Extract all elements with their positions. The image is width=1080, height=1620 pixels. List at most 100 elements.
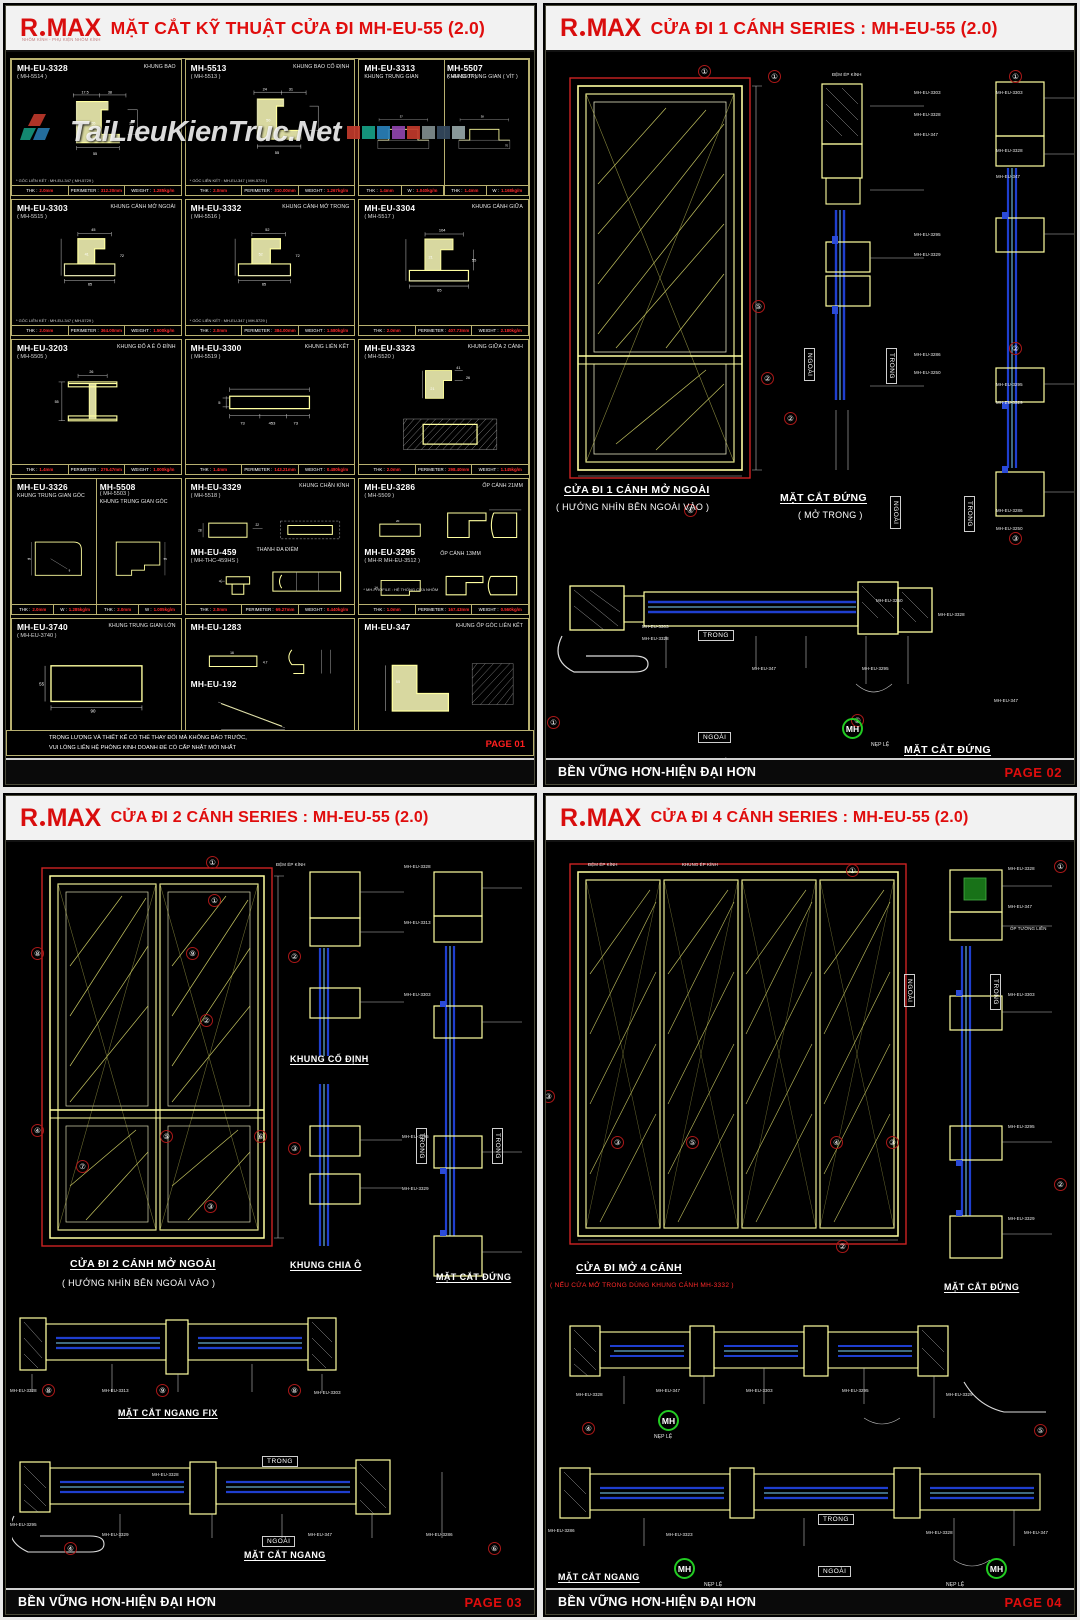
horizontal-section-drawing (557, 581, 933, 693)
profile-drawing: 28 22 (198, 523, 263, 539)
brand-logo-max: MAX (586, 13, 642, 42)
panel-page-01: R MAX NHÔM KÍNH - PHỤ KIỆN NHÔM KÍNH MẶT… (0, 0, 540, 790)
spec-perimeter: PERIMETER :384.00mm (242, 325, 299, 335)
panel-footer-2: BỀN VỮNG HƠN-HIỆN ĐẠI HƠN PAGE 02 (546, 758, 1074, 784)
profile-drawing: 55 (384, 664, 449, 712)
spec-thickness: THK :1.4mm (12, 465, 69, 475)
spec-perimeter: PERIMETER :312.20mm (69, 185, 126, 195)
profile-tag: MH-EU-3303 (1008, 992, 1035, 997)
label-inside: TRONG (698, 630, 734, 641)
profile-alt-code: ( MH-5509 ) (364, 493, 395, 500)
svg-text:55: 55 (472, 257, 476, 262)
threshold-note-bottom-2: NẸP LỆ (946, 1582, 965, 1588)
threshold-note-mid: NẸP LỆ (654, 1434, 673, 1440)
callout-bubble-1: ① (208, 894, 221, 907)
panel-footer-1: . (6, 758, 534, 784)
profile-code: MH-EU-3328 (17, 63, 68, 73)
panel-header-4: R MAX CỬA ĐI 4 CÁNH SERIES : MH-EU-55 (2… (546, 796, 1074, 842)
callout-bubble-3: ③ (1009, 532, 1022, 545)
profile-note: * GÓC LIÊN KẾT : MH-EU-347 ( MH-5729 ) (16, 317, 94, 323)
horizontal-fix-label: MẶT CẮT NGANG FIX (118, 1408, 218, 1418)
profile-drawing: 55 9 (28, 541, 83, 577)
brand-logo-r: R (560, 803, 578, 832)
profile-code: MH-EU-347 (364, 622, 411, 633)
threshold-note-bottom: NẸP LỆ (704, 1582, 723, 1588)
profile-cell: MH-EU-3203 ( MH-5505 ) KHUNG ĐỐ A Ê Ô ĐÍ… (11, 338, 182, 476)
profile-desc: KHUNG LIÊN KẾT (304, 343, 350, 350)
profile-code: MH-EU-3295 (364, 546, 416, 557)
svg-text:55: 55 (55, 400, 59, 404)
profile-drawing: 38 70 (458, 114, 510, 149)
spec-thickness: THK :1.0mm (359, 605, 416, 615)
profile-alt-code: ( MH-5518 ) (190, 493, 221, 500)
spec-perimeter: PERIMETER :364.00mm (69, 325, 126, 335)
profile-code: MH-EU-3323 (364, 342, 416, 353)
svg-text:20: 20 (129, 121, 133, 125)
profile-drawing: 26 55 (55, 370, 118, 422)
profile-drawing: 20 (379, 519, 422, 537)
svg-text:4.7: 4.7 (263, 661, 268, 665)
callout-bubble-6: ⑥ (254, 1130, 267, 1143)
vertical-section-label-2: MẶT CẮT ĐỨNG (904, 744, 992, 756)
brand-logo-r: R (560, 13, 578, 42)
svg-text:41: 41 (85, 252, 89, 256)
profile-tag: MH-EU-3286 (914, 352, 941, 357)
profile-cell-dual: MH-EU-3286 ( MH-5509 ) ỐP CÁNH 21mm 20 (358, 478, 529, 616)
profile-drawing: 45 41 72 65 (60, 228, 124, 286)
svg-text:453: 453 (268, 420, 275, 425)
profile-spec-row: THK :2.0mm PERIMETER :384.00mm WEIGHT :1… (185, 324, 355, 335)
profile-code: MH-EU-3203 (17, 342, 68, 353)
profile-desc: KHUNG TRUNG GIAN ( VÍT ) (447, 74, 518, 80)
brand-logo-r: R (20, 803, 38, 832)
profile-tag: MH-EU-3303 (914, 90, 941, 95)
profile-cell: MH-EU-3323 ( MH-5520 ) KHUNG GIỮA 2 CÁNH… (358, 338, 529, 476)
divider-frame-label: KHUNG CHIA Ô (290, 1260, 362, 1270)
profile-desc: KHUNG GIỮA 2 CÁNH (467, 343, 523, 350)
profile-code: MH-EU-3740 (17, 622, 68, 633)
panel-title-2: CỬA ĐI 1 CÁNH SERIES : MH-EU-55 (2.0) (650, 17, 998, 38)
profile-desc: KHUNG BAO CỐ ĐỊNH (293, 64, 350, 70)
profile-tag: MH-EU-3329 (996, 400, 1023, 405)
svg-text:41: 41 (457, 366, 461, 370)
profile-cell: MH-5513 ( MH-5513 ) KHUNG BAO CỐ ĐỊNH 24… (184, 59, 356, 196)
profile-drawing: 37 (377, 114, 429, 149)
svg-text:24: 24 (263, 87, 268, 91)
profile-tag: MH-EU-3295 (10, 1522, 37, 1527)
disclaimer-line-1: TRỌNG LƯỢNG VÀ THIẾT KẾ CÓ THỂ THAY ĐỔI … (49, 735, 247, 741)
panel-title-4: CỬA ĐI 4 CÁNH SERIES : MH-EU-55 (2.0) (650, 809, 969, 826)
profile-tag: MH-EU-3250 (876, 598, 903, 603)
profile-code: MH-5508 (99, 482, 136, 493)
spec-weight: WEIGHT :0.440kg/m (304, 607, 349, 613)
profile-spec-row: THK :2.0mm PERIMETER :312.20mm WEIGHT :1… (12, 184, 181, 195)
horizontal-section-label-3: MẶT CẮT NGANG (244, 1550, 326, 1560)
elevation-sublabel-4: ( NẾU CỬA MỞ TRONG DÙNG KHUNG CÁNH MH-33… (550, 1282, 734, 1289)
profile-tag: MH-EU-3295 (402, 1134, 429, 1139)
svg-text:50: 50 (266, 118, 271, 123)
elevation-label-4: CỬA ĐI MỞ 4 CÁNH (576, 1262, 682, 1274)
callout-bubble-2: ② (836, 1240, 849, 1253)
profile-tag: MH-EU-3250 (996, 526, 1023, 531)
svg-text:31: 31 (289, 87, 293, 91)
svg-text:55: 55 (93, 152, 97, 156)
profile-note: * GÓC LIÊN KẾT : MH-EU-347 ( MH-5729 ) (189, 177, 268, 183)
callout-bubble-5: ⑤ (686, 1136, 699, 1149)
spec-perimeter: PERIMETER :407.73mm (416, 325, 473, 335)
brand-logo-1: R MAX (20, 14, 101, 43)
callout-bubble-3c: ③ (546, 1090, 555, 1103)
profile-drawing (288, 649, 331, 675)
profile-tag: MH-EU-3328 (1008, 866, 1035, 871)
profile-tag: MH-EU-3295 (996, 382, 1023, 387)
profile-tag: MH-EU-347 (1024, 1530, 1049, 1535)
vertical-section-label-3: MẶT CẮT ĐỨNG (436, 1272, 512, 1282)
svg-text:90: 90 (90, 709, 95, 714)
profile-drawing (218, 576, 251, 596)
callout-bubble-4b: ④ (64, 1542, 77, 1555)
profile-spec-row: THK :2.0mm PERIMETER :69.27mm WEIGHT :0.… (185, 604, 355, 615)
profile-desc: ỐP CÁNH 13mm (440, 550, 481, 557)
profile-code: MH-EU-3286 (364, 482, 416, 493)
svg-text:38: 38 (480, 114, 484, 118)
profile-desc: KHUNG CÁNH GIỮA (471, 203, 523, 210)
callout-bubble-1: ① (698, 65, 711, 78)
callout-bubble-2: ② (200, 1014, 213, 1027)
